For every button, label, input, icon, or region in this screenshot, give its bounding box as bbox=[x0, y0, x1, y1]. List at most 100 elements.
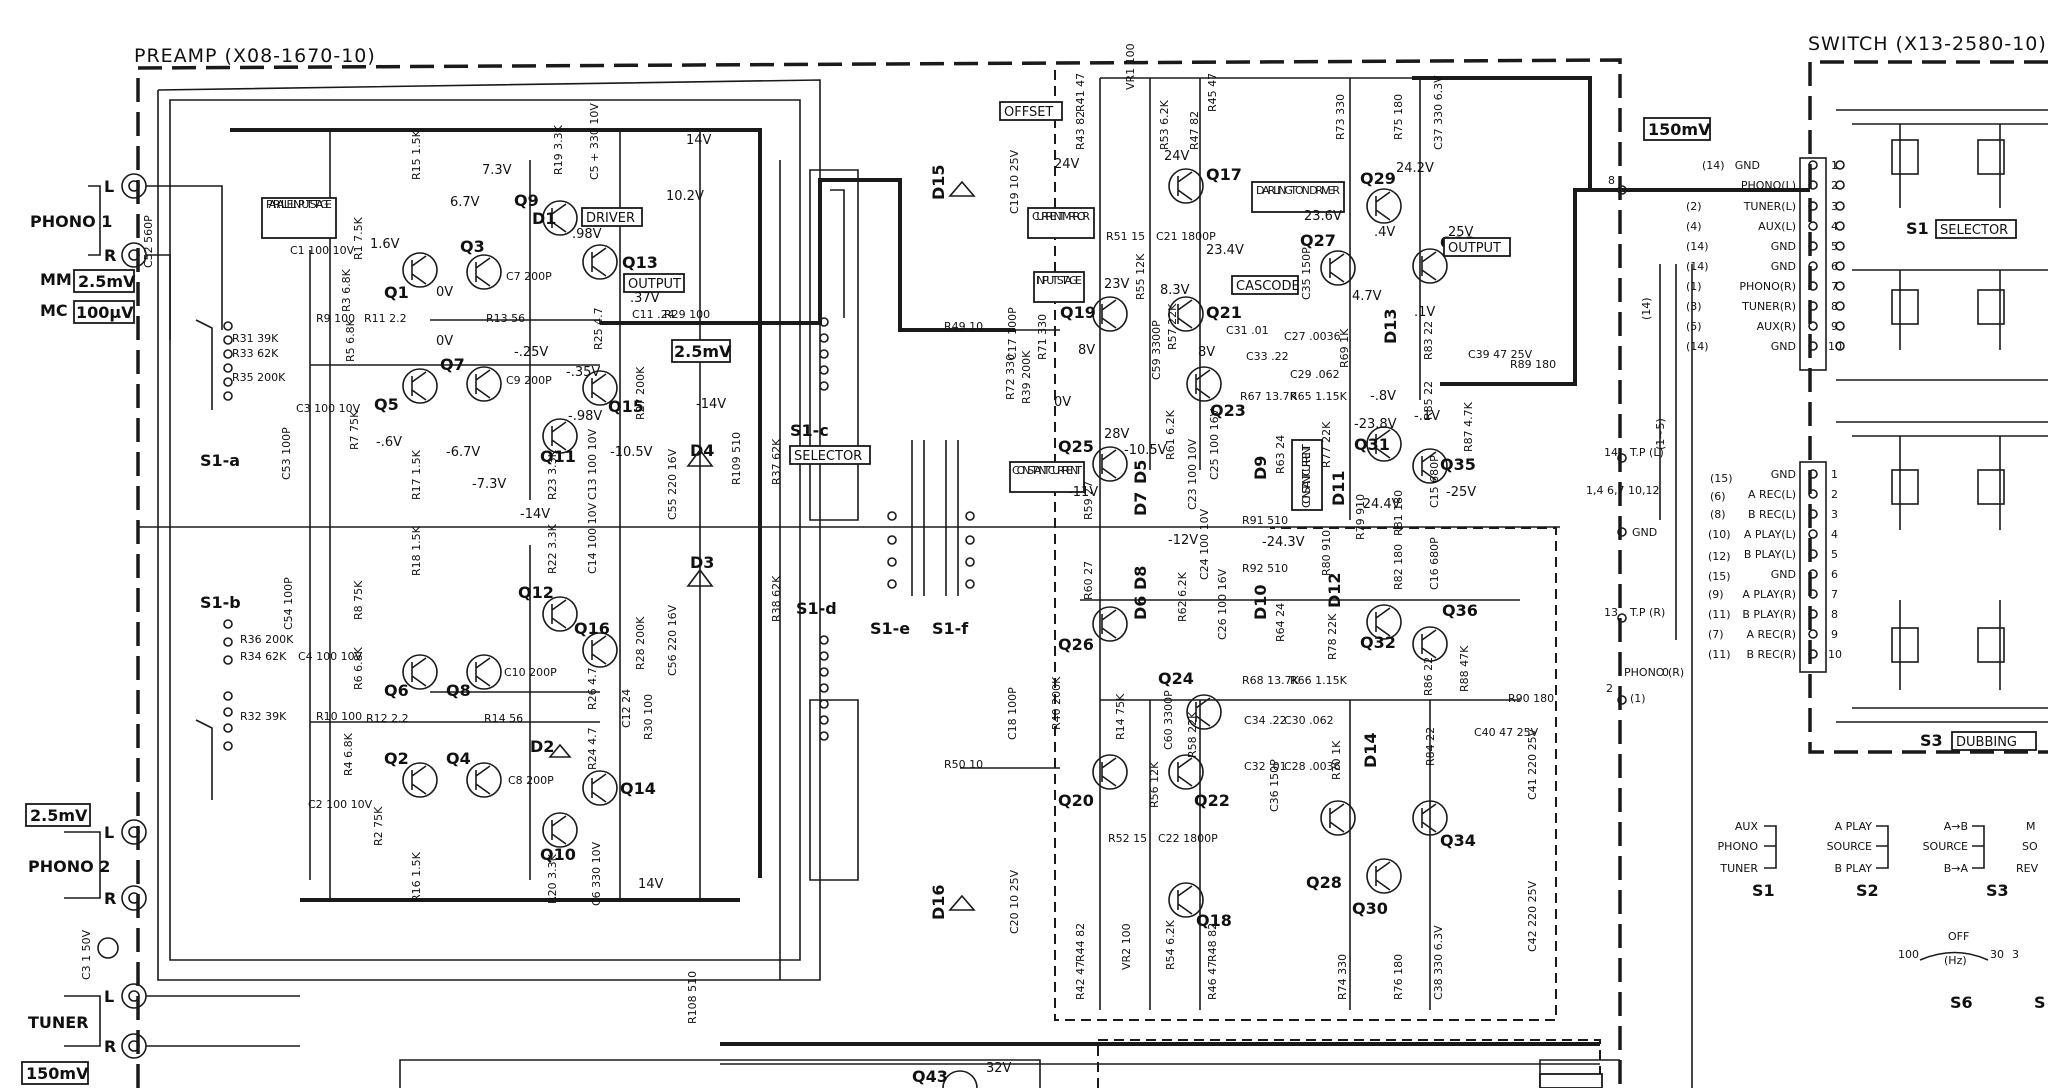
transistor-q29 bbox=[1366, 188, 1402, 224]
svg-text:R59 27: R59 27 bbox=[1082, 481, 1095, 520]
power-amp-stage-labels: OFFSET CURRENT MIRROR INPUT STAGE CASCOD… bbox=[999, 101, 1511, 511]
svg-text:R74 330: R74 330 bbox=[1336, 954, 1349, 1000]
phono2-r-jack[interactable] bbox=[121, 885, 147, 911]
svg-text:C30 .062: C30 .062 bbox=[1284, 714, 1334, 727]
svg-text:R9 100: R9 100 bbox=[316, 312, 355, 325]
svg-text:0: 0 bbox=[1662, 666, 1669, 679]
svg-text:D12: D12 bbox=[1325, 572, 1344, 608]
svg-text:-.1V: -.1V bbox=[1414, 409, 1440, 424]
svg-text:C19 10 25V: C19 10 25V bbox=[1008, 149, 1021, 214]
svg-text:R80 910: R80 910 bbox=[1320, 530, 1333, 576]
svg-text:R16 1.5K: R16 1.5K bbox=[410, 851, 423, 902]
svg-text:R30 100: R30 100 bbox=[642, 694, 655, 740]
switch-s1f[interactable]: S1-f bbox=[932, 440, 975, 638]
svg-text:6.7V: 6.7V bbox=[450, 195, 480, 210]
power-amp-component-labels: R49 10 R50 10 C19 10 25V C20 10 25V R41 … bbox=[944, 43, 1556, 1000]
svg-text:R29 100: R29 100 bbox=[664, 308, 710, 321]
svg-text:(11): (11) bbox=[1708, 648, 1731, 661]
svg-text:-.35V: -.35V bbox=[566, 365, 600, 380]
svg-text:Q27: Q27 bbox=[1300, 231, 1336, 250]
connector-top-pin-1: GND (14) 1 bbox=[1702, 159, 1845, 172]
mm-label: MM bbox=[40, 270, 72, 289]
svg-text:R: R bbox=[104, 246, 116, 265]
tuner-r-jack[interactable] bbox=[121, 1033, 147, 1059]
tuner-l-jack[interactable] bbox=[121, 983, 147, 1009]
svg-text:R75 180: R75 180 bbox=[1392, 94, 1405, 140]
connector-bottom-pin-6: GND (15) 6 bbox=[1708, 568, 1838, 583]
svg-text:D10: D10 bbox=[1251, 584, 1270, 620]
svg-text:S6: S6 bbox=[1950, 993, 1973, 1012]
preamp-section-border: PREAMP (X08-1670-10) bbox=[134, 45, 1622, 1088]
svg-text:R56 12K: R56 12K bbox=[1148, 761, 1161, 808]
svg-text:C42 220 25V: C42 220 25V bbox=[1526, 880, 1539, 952]
svg-text:C7 200P: C7 200P bbox=[506, 270, 552, 283]
svg-text:C39 47 25V: C39 47 25V bbox=[1468, 348, 1533, 361]
svg-text:.1V: .1V bbox=[1414, 305, 1435, 320]
switch-s1a[interactable]: S1-a bbox=[195, 319, 240, 470]
svg-text:R89 180: R89 180 bbox=[1510, 358, 1556, 371]
connector-top-pin-6: GND (14) 6 bbox=[1686, 260, 1845, 273]
svg-text:100: 100 bbox=[1898, 948, 1919, 961]
connector-top-pin-4: AUX(L) (4) 4 bbox=[1686, 220, 1845, 233]
switch-s1c[interactable]: S1-c SELECTOR bbox=[789, 169, 871, 521]
connector-top-pin-2: PHONO(L) 2 bbox=[1741, 179, 1845, 192]
svg-text:.4V: .4V bbox=[1374, 225, 1395, 240]
svg-text:R51 15: R51 15 bbox=[1106, 230, 1145, 243]
svg-text:10: 10 bbox=[1828, 340, 1842, 353]
svg-text:C56 220 16V: C56 220 16V bbox=[666, 604, 679, 676]
svg-text:10: 10 bbox=[1828, 648, 1842, 661]
switch-s1d[interactable]: S1-d bbox=[796, 599, 859, 881]
svg-text:C2 100 10V: C2 100 10V bbox=[308, 798, 373, 811]
svg-text:8V: 8V bbox=[1078, 343, 1095, 358]
svg-text:(1): (1) bbox=[1630, 692, 1646, 705]
transistor-q2 bbox=[402, 762, 438, 798]
switch-s1e[interactable]: S1-e bbox=[870, 440, 925, 638]
svg-text:SOURCE: SOURCE bbox=[1923, 840, 1968, 853]
svg-text:Q36: Q36 bbox=[1442, 601, 1478, 620]
preamp-component-labels: R15 1.5K R19 3.3K C5 + 330 10V C1 100 10… bbox=[232, 103, 783, 1024]
connector-top-pin-8: TUNER(R) (3) 8 bbox=[1686, 300, 1845, 313]
phono2-level-top: 2.5mV bbox=[30, 806, 88, 825]
svg-text:R28 200K: R28 200K bbox=[634, 616, 647, 670]
phono1-l-jack[interactable] bbox=[121, 173, 147, 199]
transistor-q11 bbox=[542, 418, 578, 454]
svg-text:Q30: Q30 bbox=[1352, 899, 1388, 918]
power-amp-wiring bbox=[960, 76, 1810, 1010]
selector-switches: S1-a S1-b S1-c SELECTOR S1-d bbox=[195, 169, 975, 881]
transistor-q10 bbox=[542, 812, 578, 848]
switch-s1b[interactable]: S1-b bbox=[195, 593, 241, 800]
svg-text:R76 180: R76 180 bbox=[1392, 954, 1405, 1000]
legend-s1: AUX PHONO TUNER S1 bbox=[1718, 820, 1777, 900]
transistor-q23 bbox=[1186, 366, 1222, 402]
svg-text:0V: 0V bbox=[436, 334, 453, 349]
svg-text:(8): (8) bbox=[1710, 508, 1726, 521]
svg-text:Q23: Q23 bbox=[1210, 401, 1246, 420]
connector-bottom-pins: GND (15) 1 A REC(L) (6) 2 B REC(L) (8) 3… bbox=[1708, 468, 1842, 661]
svg-text:(15): (15) bbox=[1708, 570, 1731, 583]
svg-text:Q43: Q43 bbox=[912, 1067, 948, 1086]
svg-text:R15 1.5K: R15 1.5K bbox=[410, 129, 423, 180]
preamp-transistors bbox=[402, 200, 618, 848]
svg-text:R50 10: R50 10 bbox=[944, 758, 983, 771]
svg-text:R90 180: R90 180 bbox=[1508, 692, 1554, 705]
svg-text:Q28: Q28 bbox=[1306, 873, 1342, 892]
svg-text:C4 100 10V: C4 100 10V bbox=[298, 650, 363, 663]
output-label-power: OUTPUT bbox=[1448, 241, 1501, 256]
svg-text:M: M bbox=[2026, 820, 2036, 833]
svg-text:T.P (L): T.P (L) bbox=[1629, 446, 1664, 459]
phono2-l-jack[interactable] bbox=[121, 819, 147, 845]
svg-text:R37 62K: R37 62K bbox=[770, 438, 783, 485]
switch-board-labels: S1 SELECTOR S3 DUBBING bbox=[1906, 219, 2037, 751]
svg-text:R53 6.2K: R53 6.2K bbox=[1158, 99, 1171, 150]
preamp-diodes: D1 D2 D3 D4 bbox=[530, 209, 714, 758]
svg-text:L: L bbox=[104, 177, 114, 196]
svg-text:R41 47: R41 47 bbox=[1074, 73, 1087, 112]
svg-text:7.3V: 7.3V bbox=[482, 163, 512, 178]
svg-text:4: 4 bbox=[1831, 528, 1838, 541]
svg-text:C34 .22: C34 .22 bbox=[1244, 714, 1287, 727]
svg-text:VR1 100: VR1 100 bbox=[1124, 43, 1137, 90]
svg-text:R: R bbox=[104, 889, 116, 908]
svg-text:R20 3.3K: R20 3.3K bbox=[546, 853, 559, 904]
svg-text:R5 6.8K: R5 6.8K bbox=[344, 318, 357, 362]
svg-text:-10.5V: -10.5V bbox=[1124, 443, 1167, 458]
